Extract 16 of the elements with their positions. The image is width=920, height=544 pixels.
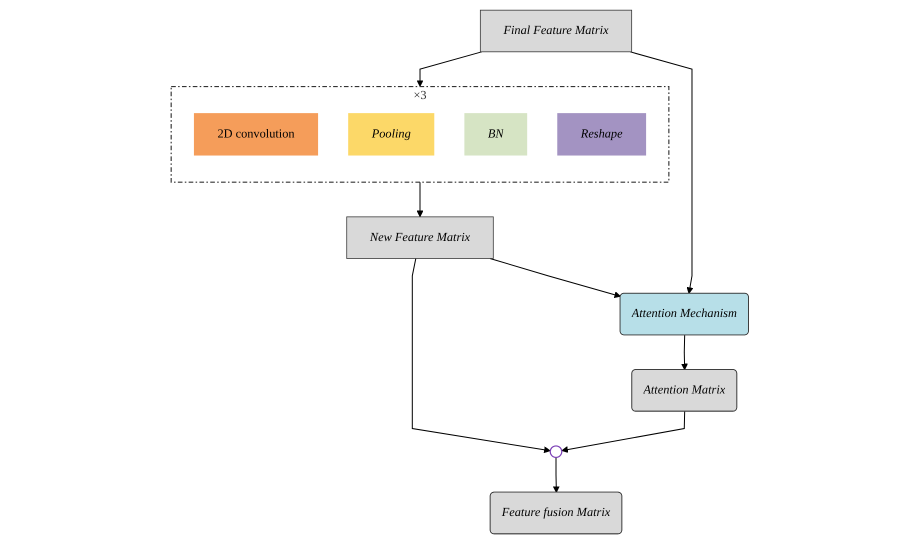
process-box: Feature fusion Matrix — [490, 492, 622, 534]
repeat-count: ×3 — [414, 88, 427, 102]
layer-box: 2D convolution — [194, 113, 318, 156]
arrow — [681, 335, 688, 370]
arrow — [630, 51, 694, 294]
multiply-circle — [550, 445, 563, 458]
process-box: New Feature Matrix — [346, 216, 494, 259]
arrow — [416, 182, 424, 218]
layer-box: Pooling — [348, 113, 434, 156]
arrow — [490, 258, 622, 298]
arrow — [412, 258, 551, 454]
arrow — [553, 457, 560, 493]
arrow — [562, 412, 686, 453]
layer-box: Reshape — [557, 113, 646, 156]
arrow — [416, 51, 482, 87]
process-box: Final Feature Matrix — [480, 10, 632, 52]
